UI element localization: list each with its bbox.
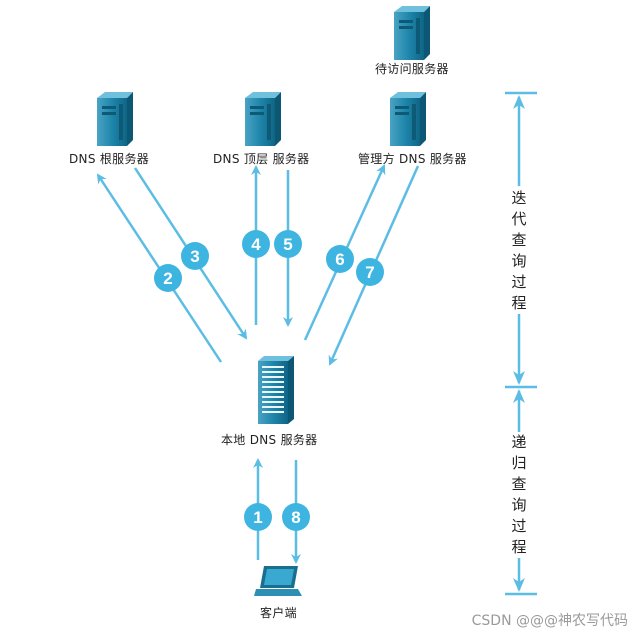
local-dns-label: 本地 DNS 服务器 — [221, 433, 318, 447]
svg-text:4: 4 — [251, 235, 261, 254]
server-icon-authoritative — [390, 92, 426, 146]
step-badge-4: 4 — [242, 230, 270, 258]
client-label: 客户端 — [260, 606, 297, 620]
server-icon-root — [97, 92, 133, 146]
step-badge-1: 1 — [244, 503, 272, 531]
svg-text:6: 6 — [335, 250, 344, 269]
watermark: CSDN @@@神农写代码 — [471, 613, 628, 629]
tld-dns-label: DNS 顶层 服务器 — [213, 152, 310, 166]
svg-text:8: 8 — [291, 508, 300, 527]
iterative-range-label: 迭代查询过程 — [510, 188, 528, 314]
server-icon-target — [394, 6, 430, 60]
server-icon-local — [258, 356, 294, 424]
svg-text:2: 2 — [163, 269, 172, 288]
root-dns-label: DNS 根服务器 — [69, 152, 150, 166]
auth-dns-label: 管理方 DNS 服务器 — [358, 152, 467, 166]
svg-text:7: 7 — [365, 263, 374, 282]
laptop-icon — [254, 566, 302, 596]
svg-text:1: 1 — [253, 508, 262, 527]
recursive-range-label: 递归查询过程 — [510, 432, 528, 558]
step-badge-2: 2 — [154, 264, 182, 292]
svg-text:3: 3 — [190, 247, 199, 266]
step-badge-7: 7 — [356, 258, 384, 286]
step-badge-6: 6 — [326, 245, 354, 273]
svg-text:5: 5 — [283, 235, 292, 254]
step-badge-8: 8 — [282, 503, 310, 531]
target-server-label: 待访问服务器 — [375, 62, 449, 76]
step-badge-3: 3 — [181, 242, 209, 270]
step-badge-5: 5 — [274, 230, 302, 258]
server-icon-tld — [245, 92, 281, 146]
